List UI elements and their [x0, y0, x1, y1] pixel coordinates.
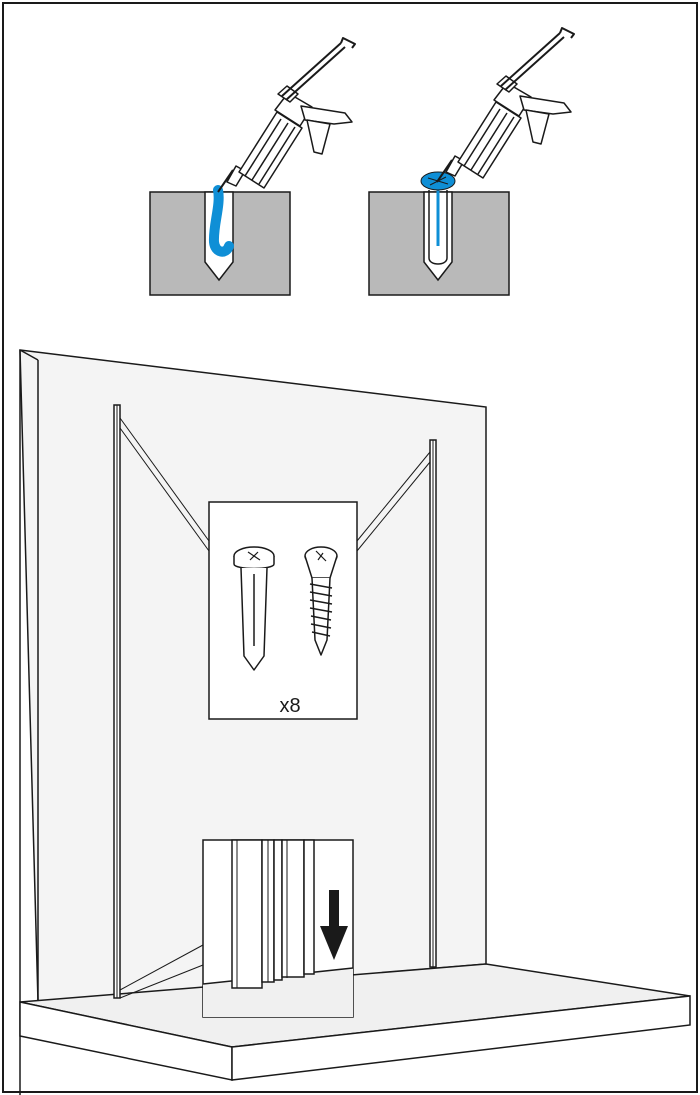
caulking-gun-icon	[437, 28, 574, 182]
caulking-gun-icon	[218, 38, 355, 192]
step-wall-installation: x8	[20, 350, 690, 1095]
quantity-label: x8	[279, 695, 300, 717]
profile-detail-inset	[203, 840, 353, 1017]
wall-profile-detail	[232, 840, 314, 988]
fixings-inset: x8	[209, 502, 357, 719]
step-fill-hole	[150, 38, 355, 295]
step-insert-anchor	[369, 28, 574, 295]
